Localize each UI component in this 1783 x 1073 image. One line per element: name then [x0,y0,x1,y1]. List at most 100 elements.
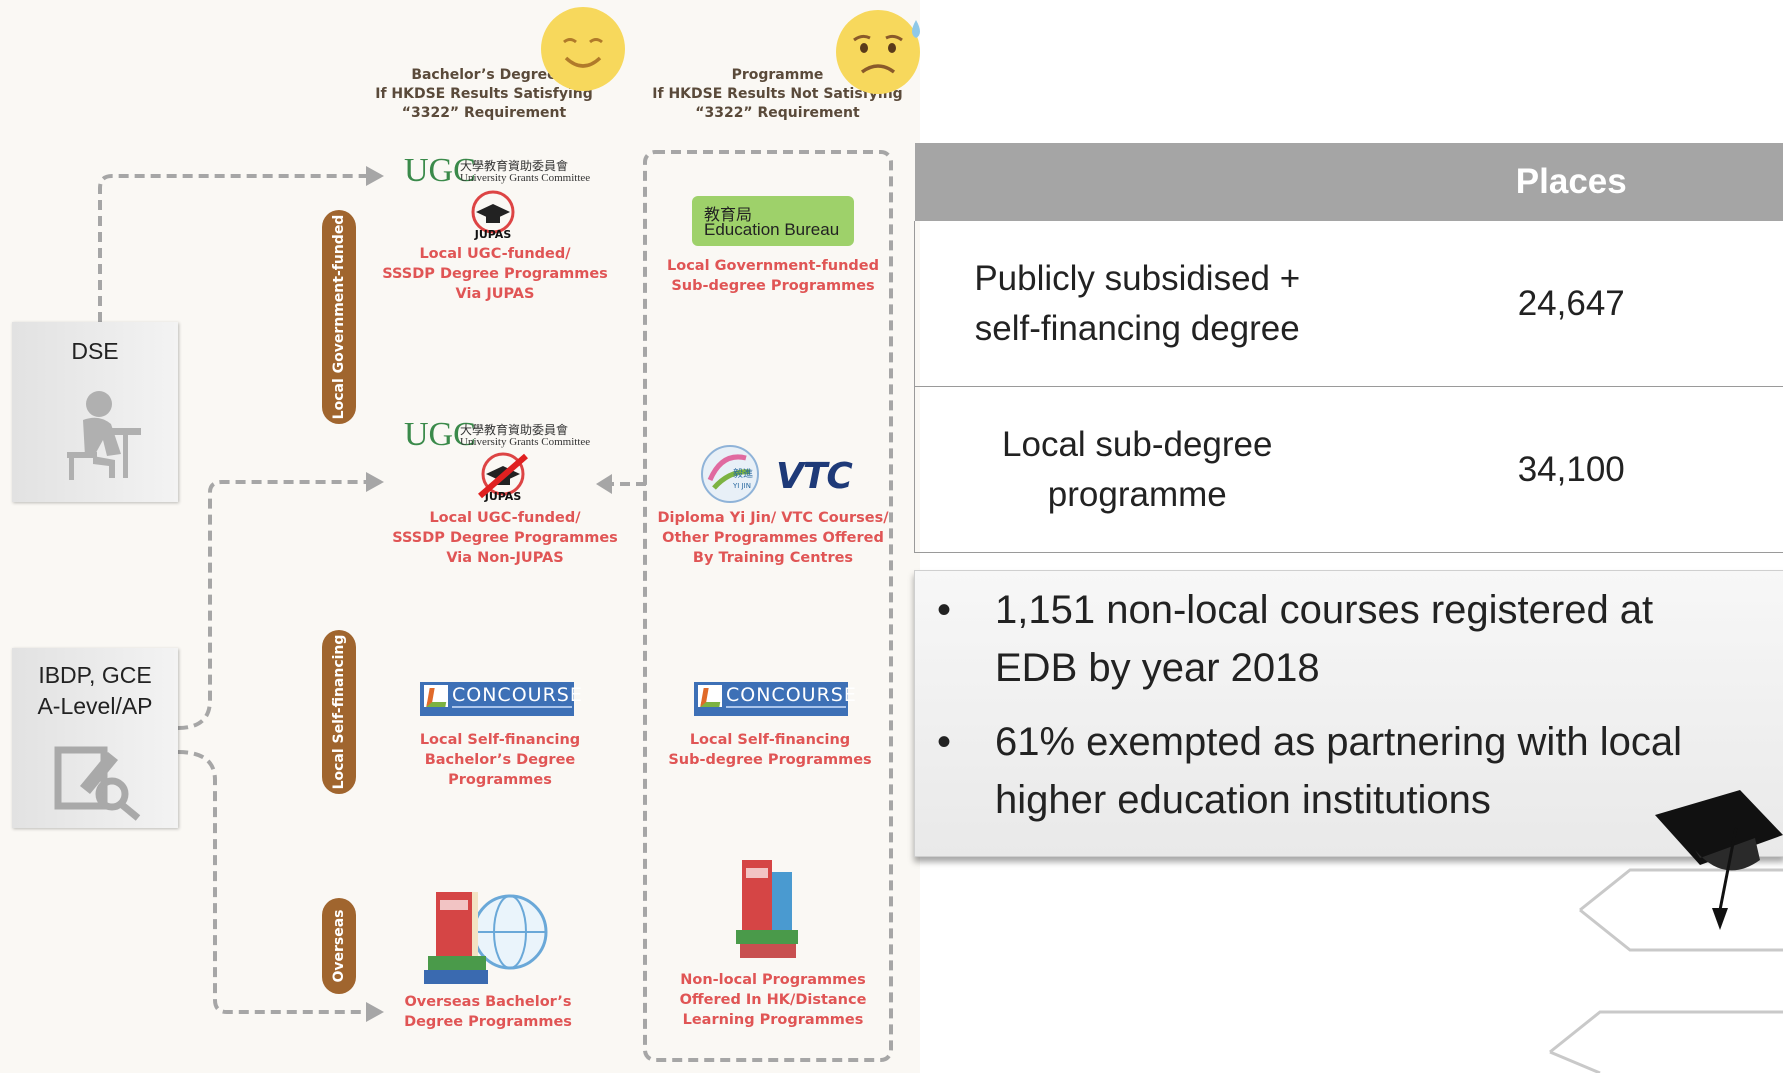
caption-ugc-jupas-line1: Local UGC-funded/ [419,246,571,262]
ib-box: IBDP, GCE A-Level/AP [12,648,178,828]
header-satisfying-line2: If HKDSE Results Satisfying [375,86,593,102]
caption-ugc-nonjupas-line3: Via Non-JUPAS [446,550,564,566]
caption-self-bachelor-line1: Local Self-financing [419,732,581,748]
note-line1: 61% exempted as partnering with local [995,720,1683,764]
category-overseas: Overseas [322,898,356,994]
header-satisfying: Bachelor’s Degree If HKDSE Results Satis… [364,66,604,123]
concourse-logo-subdegree: CONCOURSE [694,682,856,716]
caption-self-bachelor: Local Self-financing Bachelor’s Degree P… [380,730,620,790]
caption-ugc-nonjupas-line2: SSSDP Degree Programmes [392,530,618,546]
concourse-logo-bachelor: CONCOURSE [420,682,582,716]
concourse-subline [452,706,572,708]
concourse-mark-icon [424,685,448,707]
category-gov-funded: Local Government-funded [322,210,356,424]
note-line2: higher education institutions [995,778,1491,822]
row-places: 34,100 [1359,386,1783,553]
caption-yijin-vtc-line3: By Training Centres [692,550,854,566]
bullet-icon: • [937,588,952,632]
row-label-line2: self-financing degree [974,308,1300,348]
concourse-mark-icon-2 [698,685,722,707]
yijin-sub-text: YI JIN [732,482,751,490]
table-row: Local sub-degree programme 34,100 [914,386,1783,553]
row-label-line1: Publicly subsidised + [974,258,1301,298]
concourse-text: CONCOURSE [452,684,583,706]
note-line1: 1,151 non-local courses registered at [995,588,1654,632]
caption-ugc-nonjupas-line1: Local UGC-funded/ [429,510,581,526]
dse-to-jupas-line [98,174,368,322]
caption-ugc-jupas: Local UGC-funded/ SSSDP Degree Programme… [375,244,615,304]
caption-yijin-vtc-line1: Diploma Yi Jin/ VTC Courses/ [657,510,889,526]
ib-to-nonjupas-line [177,480,368,730]
caption-self-bachelor-line2: Bachelor’s Degree [424,752,576,768]
caption-self-subdegree-line2: Sub-degree Programmes [668,752,872,768]
header-not-satisfying-line2: If HKDSE Results Not Satisfying [652,86,903,102]
places-table-header: Places [914,143,1783,221]
row-label-line2: programme [1047,474,1227,514]
table-row: Publicly subsidised + self-financing deg… [914,221,1783,387]
caption-self-subdegree-line1: Local Self-financing [689,732,851,748]
list-item: • 61% exempted as partnering with local … [915,713,1783,829]
ugc-mark-2: UGC [404,416,476,453]
pathway-diagram: DSE IBDP, GCE A-Level/AP [0,0,920,1073]
books-stack-icon [736,860,798,958]
category-self-financing: Local Self-financing [322,630,356,794]
yijin-text: 毅進 [733,467,753,480]
jupas-text-2: JUPAS [484,490,522,502]
ugc-logo: UGC 大學教育資助委員會 University Grants Committe… [404,154,604,188]
category-self-financing-label: Local Self-financing [331,634,347,790]
caption-yijin-vtc: Diploma Yi Jin/ VTC Courses/ Other Progr… [650,508,896,568]
caption-nonlocal-line2: Offered In HK/Distance [679,992,867,1008]
graduation-cap-icon [1549,790,1783,1073]
caption-ugc-nonjupas: Local UGC-funded/ SSSDP Degree Programme… [385,508,625,568]
header-satisfying-line3: “3322” Requirement [401,105,567,121]
header-not-satisfying-line1: Programme [731,67,824,83]
ugc-logo-2: UGC 大學教育資助委員會 University Grants Committe… [404,418,604,452]
bullet-icon: • [937,720,952,764]
row-label: Local sub-degree programme [914,386,1360,553]
dse-box: DSE [12,322,178,502]
caption-ugc-jupas-line2: SSSDP Degree Programmes [382,266,608,282]
caption-nonlocal-line1: Non-local Programmes [680,972,866,988]
edb-name-zh: 教育局 [704,205,753,224]
row-label: Publicly subsidised + self-financing deg… [914,221,1360,387]
ugc-mark: UGC [404,152,476,189]
caption-nonlocal-line3: Learning Programmes [682,1012,864,1028]
connector-lines [98,150,893,1062]
places-header-blank [914,143,1360,221]
caption-gov-subdegree-line2: Sub-degree Programmes [671,278,875,294]
ugc-name-zh: 大學教育資助委員會 [460,159,569,173]
dse-label: DSE [71,338,119,364]
jupas-text: JUPAS [474,228,512,240]
smiling-face-icon [541,7,625,91]
row-label-line1: Local sub-degree [1002,424,1273,464]
caption-nonlocal: Non-local Programmes Offered In HK/Dista… [650,970,896,1030]
edb-logo: 教育局 Education Bureau [692,196,854,246]
caption-yijin-vtc-line2: Other Programmes Offered [662,530,884,546]
note-line2: EDB by year 2018 [995,646,1320,690]
ib-to-overseas-line [177,750,368,1014]
category-gov-funded-label: Local Government-funded [331,214,347,420]
ib-label-line2: A-Level/AP [37,693,153,719]
notes-list: • 1,151 non-local courses registered at … [915,571,1783,829]
jupas-logo: JUPAS [471,190,515,240]
header-satisfying-line1: Bachelor’s Degree [411,67,557,83]
places-header: Places [1359,143,1783,221]
ugc-name-zh-2: 大學教育資助委員會 [460,423,569,437]
sub-degree-column-frame [643,150,893,1062]
caption-ugc-jupas-line3: Via JUPAS [455,286,535,302]
books-globe-icon [424,892,548,984]
concourse-subline-2 [726,706,846,708]
category-overseas-label: Overseas [331,909,347,983]
caption-self-subdegree: Local Self-financing Sub-degree Programm… [650,730,890,770]
edb-name-en: Education Bureau [704,220,840,239]
yijin-logo: 毅進 YI JIN [701,445,759,503]
notes-panel: • 1,151 non-local courses registered at … [914,570,1783,857]
header-not-satisfying: Programme If HKDSE Results Not Satisfyin… [650,66,905,123]
caption-overseas-line1: Overseas Bachelor’s [404,994,572,1010]
places-table: Places Publicly subsidised + self-financ… [914,143,1783,553]
vtc-logo: VTC [776,456,853,497]
row-places: 24,647 [1359,221,1783,387]
caption-overseas: Overseas Bachelor’s Degree Programmes [368,992,608,1032]
student-desk-icon [67,391,141,480]
anxious-sweat-face-icon [836,10,920,94]
